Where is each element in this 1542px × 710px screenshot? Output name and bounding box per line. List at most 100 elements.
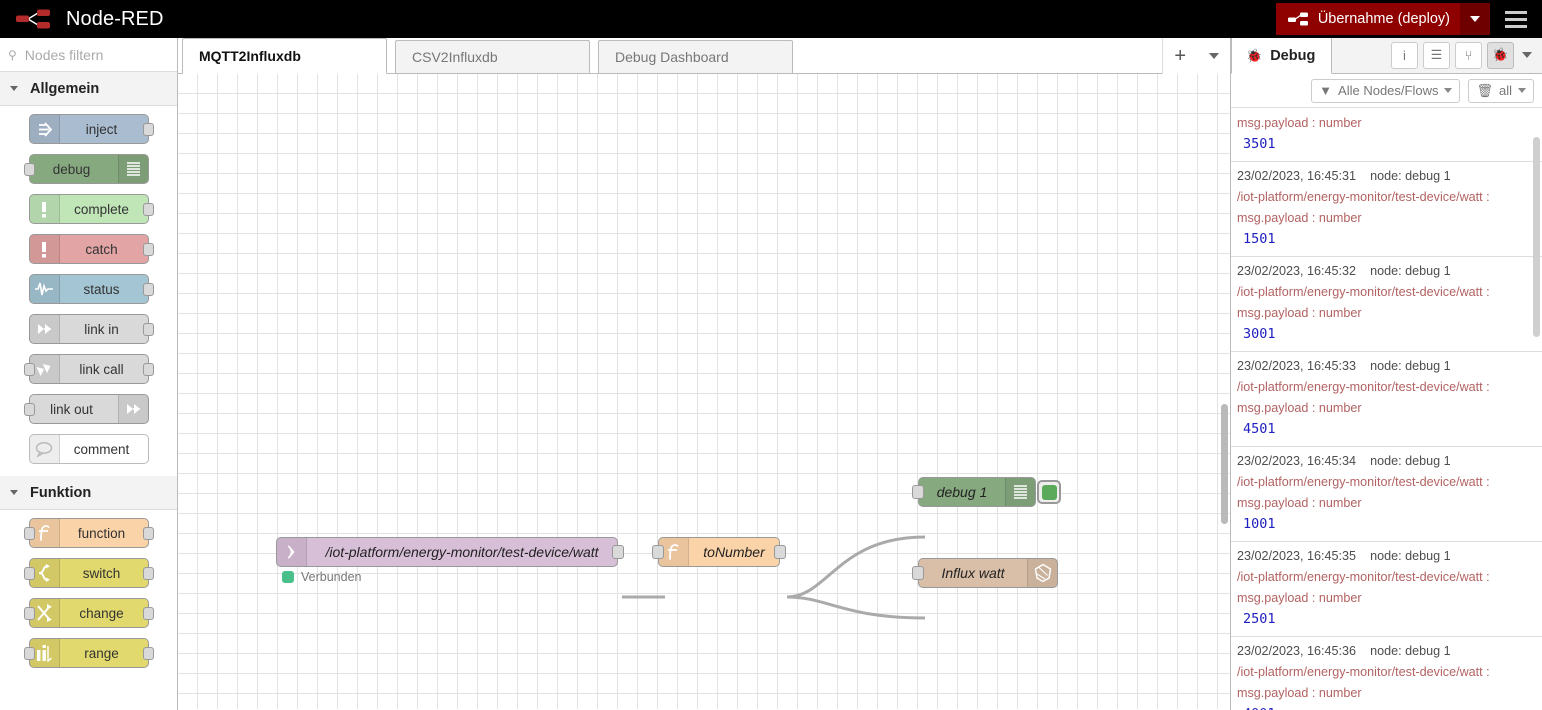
debug-timestamp: 23/02/2023, 16:45:34 [1237,454,1357,468]
input-port[interactable] [23,607,35,620]
add-flow-button[interactable]: + [1174,45,1187,67]
palette-node-label: inject [85,121,118,137]
input-port[interactable] [912,485,924,499]
palette-node-change[interactable]: change [23,598,154,628]
output-port[interactable] [142,283,154,296]
output-port[interactable] [142,203,154,216]
debug-message[interactable]: 23/02/2023, 16:45:34 node: debug 1/iot-pl… [1231,447,1542,542]
deploy-options-button[interactable] [1460,3,1490,35]
palette-node-link-out[interactable]: link out [23,394,149,424]
output-port[interactable] [612,545,624,559]
function-f-icon [29,519,60,547]
debug-node-ref: node: debug 1 [1370,359,1451,373]
main-menu-button[interactable] [1490,0,1542,38]
deploy-button[interactable]: Übernahme (deploy) [1275,3,1460,35]
input-port[interactable] [23,363,35,376]
tab-mqtt2influxdb[interactable]: MQTT2Influxdb [182,38,387,74]
search-input[interactable] [22,45,153,64]
input-port[interactable] [23,527,35,540]
debug-value: 2501 [1243,611,1276,627]
link-call-icon [29,355,60,383]
info-icon[interactable]: i [1391,41,1418,69]
flow-wires [621,535,926,620]
flow-list-menu-button[interactable] [1208,53,1219,59]
canvas-vertical-scrollbar[interactable] [1221,404,1228,524]
tab-label: MQTT2Influxdb [199,48,301,64]
palette-node-function[interactable]: function [23,518,154,548]
hamburger-bar [1505,10,1527,14]
palette-node-link-call[interactable]: link call [23,354,154,384]
flow-node-label: debug 1 [936,484,988,500]
output-port[interactable] [142,607,154,620]
input-port[interactable] [652,545,664,559]
debug-topic: /iot-platform/energy-monitor/test-device… [1237,475,1490,489]
flow-node-mqtt-in[interactable]: /iot-platform/energy-monitor/test-device… [276,537,624,567]
palette-category-allgemein[interactable]: Allgemein [0,72,177,106]
input-port[interactable] [23,403,35,416]
debug-node-ref: node: debug 1 [1370,454,1451,468]
debug-timestamp: 23/02/2023, 16:45:31 [1237,169,1357,183]
context-data-icon[interactable]: ⑂ [1455,41,1482,69]
output-port[interactable] [142,323,154,336]
debug-topic: /iot-platform/energy-monitor/test-device… [1237,570,1490,584]
input-port[interactable] [912,566,924,580]
palette-node-inject[interactable]: inject [28,114,154,144]
input-port[interactable] [23,647,35,660]
debug-toggle-button[interactable] [1037,480,1061,504]
debug-filter-button[interactable]: ▼︎ Alle Nodes/Flows [1311,78,1461,103]
sidebar-tabbar: 🐞 Debug i☰⑂🐞 [1231,38,1542,74]
palette-search[interactable]: ⚲ [0,38,177,72]
debug-clear-button[interactable]: 🗑 all [1468,78,1534,103]
palette-node-comment[interactable]: comment [28,434,149,464]
input-port[interactable] [23,163,35,176]
tab-debug-dashboard[interactable]: Debug Dashboard [598,40,793,73]
tab-debug[interactable]: 🐞 Debug [1231,38,1333,74]
palette-node-range[interactable]: range [23,638,154,668]
palette-node-catch[interactable]: catch [28,234,154,264]
output-port[interactable] [142,123,154,136]
palette-node-link-in[interactable]: link in [28,314,154,344]
tab-csv2influxdb[interactable]: CSV2Influxdb [395,40,590,73]
debug-topic: /iot-platform/energy-monitor/test-device… [1237,285,1490,299]
chevron-down-icon [1518,88,1526,93]
palette-node-label: link call [79,361,124,377]
header-actions: Übernahme (deploy) [1275,0,1542,38]
flow-node-debug-1[interactable]: debug 1 [912,477,1061,507]
output-port[interactable] [774,545,786,559]
chevron-down-icon[interactable] [1522,52,1532,58]
bug-icon[interactable]: 🐞 [1487,41,1514,69]
palette-node-debug[interactable]: debug [23,154,149,184]
palette-node-switch[interactable]: switch [23,558,154,588]
flow-canvas[interactable]: /iot-platform/energy-monitor/test-device… [178,74,1230,709]
flow-node-label: /iot-platform/energy-monitor/test-device… [325,544,599,560]
toggle-indicator [1041,484,1057,500]
flow-node-to-number[interactable]: toNumber [652,537,786,567]
flow-tab-actions: + [1162,38,1230,74]
output-port[interactable] [142,363,154,376]
help-book-icon[interactable]: ☰ [1423,41,1450,69]
input-port[interactable] [23,567,35,580]
output-port[interactable] [142,243,154,256]
palette-node-complete[interactable]: complete [28,194,154,224]
speech-bubble-icon [29,435,60,463]
sidebar-icon-buttons: i☰⑂🐞 [1386,37,1542,73]
output-port[interactable] [142,527,154,540]
flow-node-influx-watt[interactable]: Influx watt [912,558,1058,588]
palette-node-status[interactable]: status [28,274,154,304]
palette-node-label: complete [74,201,129,217]
output-port[interactable] [142,647,154,660]
palette-category-funktion[interactable]: Funktion [0,476,177,510]
output-port[interactable] [142,567,154,580]
debug-property: msg.payload : number [1237,116,1362,130]
range-bars-icon [29,639,60,667]
debug-vertical-scrollbar[interactable] [1533,137,1540,337]
